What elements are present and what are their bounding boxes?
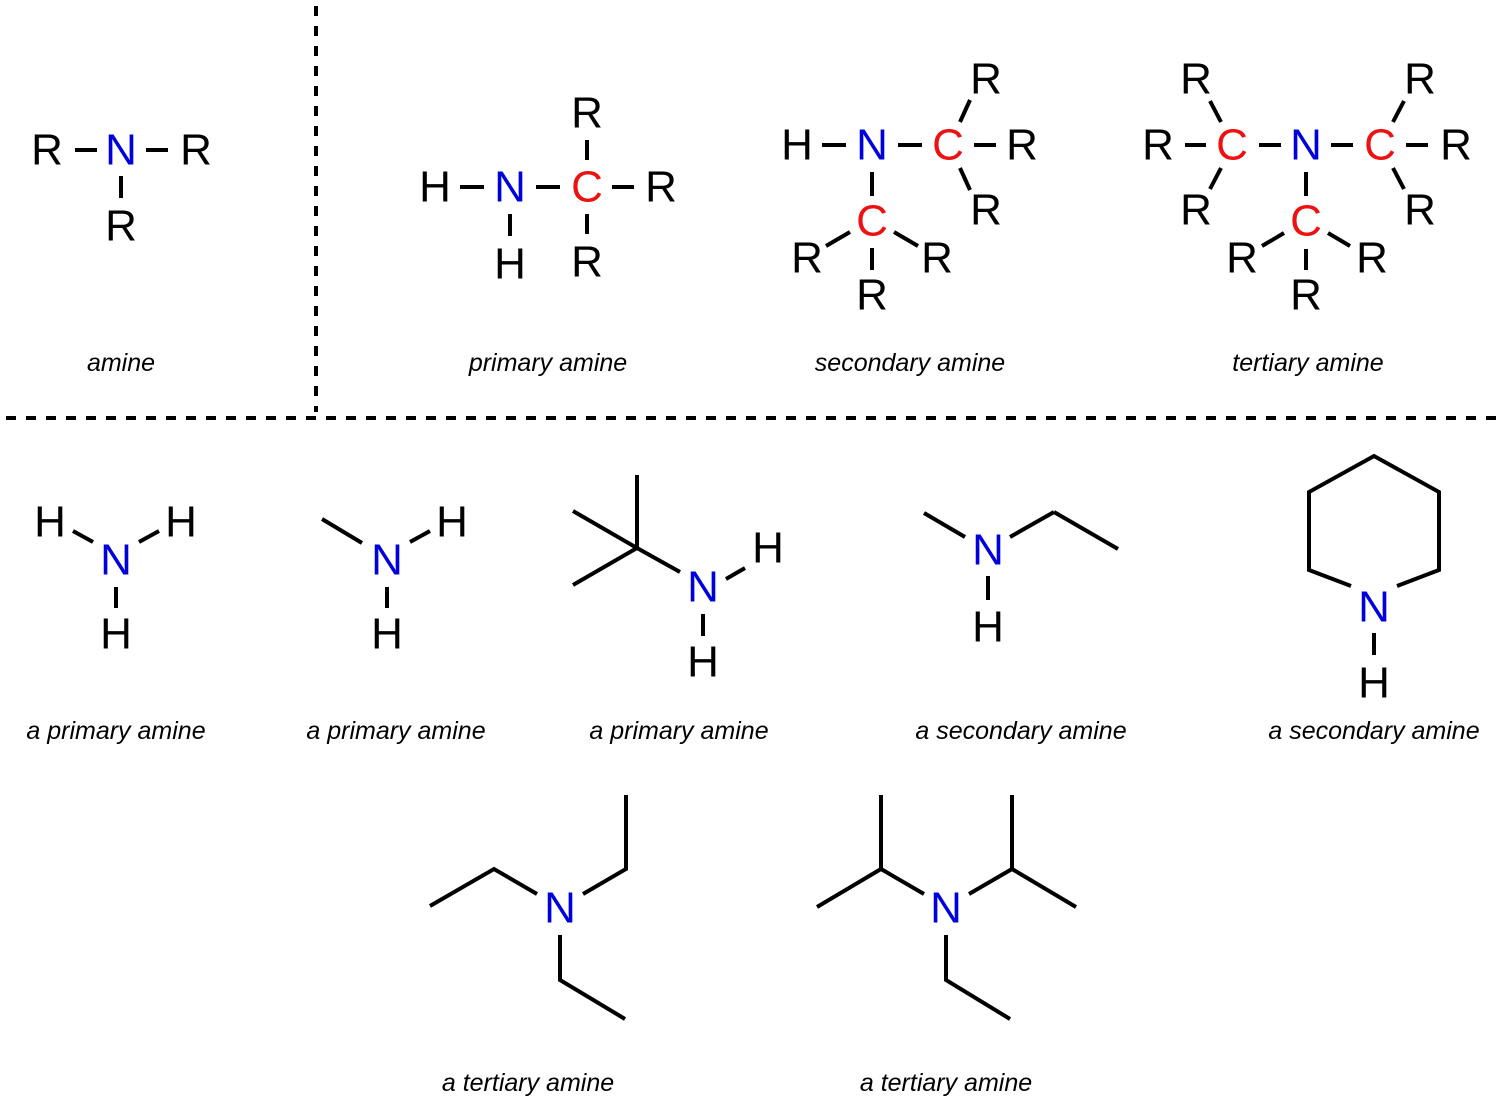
atom-r: R: [1404, 55, 1436, 104]
structure-general-amine: R N R R: [31, 126, 212, 251]
structure-n-methylethylamine: N H: [922, 510, 1120, 652]
structure-piperidine: N H: [1307, 453, 1441, 708]
atom-n: N: [100, 536, 132, 585]
caption-example-primary-2: a primary amine: [306, 717, 485, 745]
caption-example-tertiary-1: a tertiary amine: [442, 1069, 614, 1097]
atom-c: C: [932, 121, 964, 170]
caption-example-secondary-1: a secondary amine: [915, 717, 1126, 745]
caption-example-secondary-2: a secondary amine: [1268, 717, 1479, 745]
caption-tertiary-amine: tertiary amine: [1232, 349, 1383, 377]
atom-r: R: [1006, 121, 1038, 170]
atom-r: R: [31, 126, 63, 175]
caption-example-primary-1: a primary amine: [26, 717, 205, 745]
structure-triethylamine: N: [428, 795, 628, 1021]
atom-c: C: [571, 163, 603, 212]
structure-methylamine: N H H: [320, 498, 468, 659]
atom-n: N: [856, 121, 888, 170]
atom-r: R: [1180, 186, 1212, 235]
atom-h: H: [752, 524, 784, 573]
atom-n: N: [544, 884, 576, 933]
atom-r: R: [970, 55, 1002, 104]
structure-tertiary-amine: R C N C R R R R R C R R R: [1142, 55, 1472, 320]
atom-h: H: [494, 240, 526, 289]
atom-r: R: [645, 163, 677, 212]
atom-h: H: [1358, 659, 1390, 708]
atom-n: N: [972, 526, 1004, 575]
structure-primary-amine: H N C R R R H: [419, 89, 677, 289]
atom-h: H: [419, 163, 451, 212]
atom-r: R: [1290, 271, 1322, 320]
atom-r: R: [1142, 121, 1174, 170]
atom-h: H: [371, 610, 403, 659]
atom-r: R: [105, 202, 137, 251]
atom-c: C: [856, 197, 888, 246]
caption-example-primary-3: a primary amine: [589, 717, 768, 745]
caption-amine: amine: [87, 349, 155, 377]
caption-secondary-amine: secondary amine: [815, 349, 1005, 377]
atom-r: R: [1356, 234, 1388, 283]
atom-h: H: [34, 498, 66, 547]
atom-r: R: [180, 126, 212, 175]
atom-r: R: [856, 271, 888, 320]
atom-n: N: [1358, 583, 1390, 632]
atom-r: R: [571, 238, 603, 287]
atom-r: R: [1404, 186, 1436, 235]
atom-h: H: [100, 610, 132, 659]
atom-n: N: [494, 163, 526, 212]
caption-primary-amine: primary amine: [468, 349, 627, 377]
atom-c: C: [1290, 197, 1322, 246]
atom-c: C: [1216, 121, 1248, 170]
caption-example-tertiary-2: a tertiary amine: [860, 1069, 1032, 1097]
atom-h: H: [165, 498, 197, 547]
atom-r: R: [1180, 55, 1212, 104]
atom-h: H: [687, 638, 719, 687]
atom-h: H: [436, 498, 468, 547]
structure-diisopropylethylamine: N: [815, 795, 1078, 1021]
structure-ammonia: H H N H: [34, 498, 197, 659]
atom-r: R: [571, 89, 603, 138]
structure-secondary-amine: H N C R R R C R R R: [781, 55, 1038, 320]
atom-h: H: [781, 121, 813, 170]
atom-c: C: [1364, 121, 1396, 170]
atom-n: N: [105, 126, 137, 175]
structure-tert-butylamine: N H H: [571, 475, 784, 687]
atom-r: R: [1226, 234, 1258, 283]
atom-r: R: [921, 234, 953, 283]
atom-n: N: [371, 536, 403, 585]
atom-r: R: [970, 186, 1002, 235]
atom-r: R: [1440, 121, 1472, 170]
atom-n: N: [930, 884, 962, 933]
atom-n: N: [1290, 121, 1322, 170]
atom-h: H: [972, 603, 1004, 652]
atom-r: R: [791, 234, 823, 283]
atom-n: N: [687, 563, 719, 612]
